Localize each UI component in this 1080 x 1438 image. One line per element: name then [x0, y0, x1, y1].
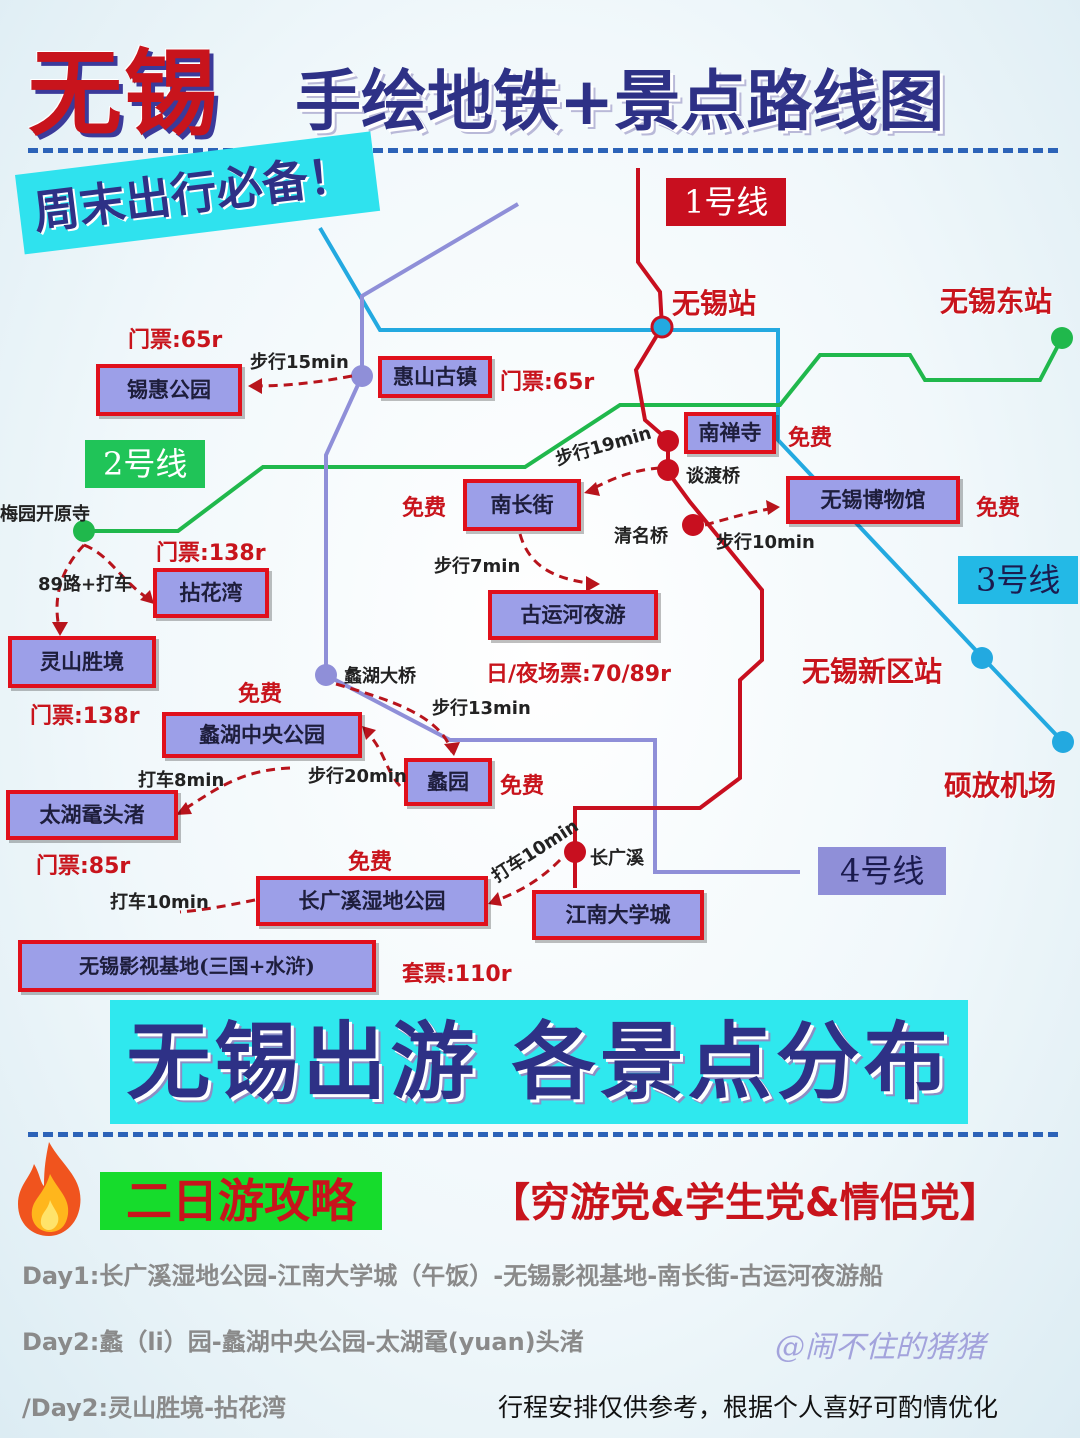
station-dot-lihu-bridge [315, 664, 337, 686]
line4-label: 4号线 [818, 847, 947, 895]
route-label-taxi8: 打车8min [138, 770, 225, 791]
ticket-canal: 日/夜场票:70/89r [486, 662, 671, 687]
route-label-taxi10: 打车10min [110, 892, 209, 913]
line3-route [318, 226, 1065, 744]
spot-film-base: 无锡影视基地(三国+水浒) [18, 940, 376, 992]
page-subtitle: 手绘地铁+景点路线图 [295, 63, 945, 140]
line2-route [84, 337, 1064, 533]
station-qingming-bridge: 清名桥 [614, 526, 668, 547]
station-tandu-bridge: 谈渡桥 [686, 466, 740, 487]
day1-itinerary: Day1:长广溪湿地公园-江南大学城（午饭）-无锡影视基地-南长街-古运河夜游船 [22, 1262, 884, 1290]
spot-nanchansi: 南禅寺 [684, 412, 776, 454]
station-wuxi: 无锡站 [672, 287, 757, 320]
day2-alt-itinerary: /Day2:灵山胜境-拈花湾 [22, 1394, 287, 1422]
arrow-liyuan [444, 742, 460, 756]
route-label-bus89: 89路+打车 [38, 574, 133, 595]
arrow-museum [766, 500, 780, 515]
attractions-banner: 无锡出游 各景点分布 [110, 1000, 968, 1124]
station-dot-qingming [682, 514, 704, 536]
station-dot-changguangxi [564, 841, 586, 863]
ticket-liyuan: 免费 [500, 774, 545, 799]
route-lihu-liyuan [335, 682, 454, 753]
line1-route [573, 168, 764, 888]
station-airport: 硕放机场 [944, 769, 1057, 802]
route-huishan-xihui [254, 374, 353, 388]
ticket-nanchansi: 免费 [788, 426, 833, 451]
spot-changguangxi-park: 长广溪湿地公园 [256, 876, 488, 926]
arrow-changpark [488, 892, 502, 906]
route-label-walk15: 步行15min [250, 352, 349, 373]
author-watermark: @闹不住的猪猪 [775, 1330, 985, 1365]
spot-yuantouzhu: 太湖鼋头渚 [6, 790, 178, 840]
station-dot-huishan [351, 365, 373, 387]
route-liyuan-yuantou [179, 766, 291, 814]
station-dot-tandu [657, 459, 679, 481]
route-liyuan-lihupark [363, 728, 402, 788]
bottom-divider [28, 1132, 1058, 1137]
route-label-walk10: 步行10min [716, 532, 815, 553]
arrow-lingshan [52, 622, 68, 636]
station-wuxi-xinqu: 无锡新区站 [802, 655, 943, 688]
ticket-nianhuawan: 门票:138r [156, 541, 266, 566]
spot-canal-night: 古运河夜游 [488, 590, 658, 640]
ticket-changguangxi: 免费 [348, 850, 393, 875]
arrow-xihui [248, 378, 262, 394]
spot-wuxi-museum: 无锡博物馆 [786, 476, 960, 524]
ticket-film-base: 套票:110r [402, 962, 512, 987]
route-chang-film [179, 898, 256, 914]
spot-jiangnan-univ: 江南大学城 [532, 890, 704, 940]
line2-label: 2号线 [85, 440, 206, 488]
metro-map [52, 168, 1074, 914]
spot-huishan: 惠山古镇 [378, 356, 492, 398]
station-dot-wuxi-east [1051, 327, 1073, 349]
station-meiyuan: 梅园开原寺 [0, 504, 90, 525]
arrow-nanchang [584, 482, 600, 496]
spot-lihu-park: 蠡湖中央公园 [162, 712, 362, 758]
line1-label: 1号线 [666, 178, 787, 226]
ticket-huishan: 门票:65r [500, 370, 595, 395]
station-lihu-bridge: 蠡湖大桥 [344, 666, 416, 687]
spot-xihui-park: 锡惠公园 [96, 364, 242, 416]
route-qingming-museum [704, 506, 776, 527]
page-title-city: 无锡 [28, 40, 221, 149]
route-label-walk7: 步行7min [434, 556, 521, 577]
trip-guide-title: 二日游攻略 [100, 1172, 382, 1230]
top-divider [28, 148, 1058, 153]
station-dot-wuxi [650, 315, 674, 339]
disclaimer-text: 行程安排仅供参考，根据个人喜好可酌情优化 [498, 1393, 999, 1422]
fire-icon [18, 1142, 81, 1236]
route-nanchang-canal [518, 533, 597, 586]
arrow-yuantou [176, 802, 192, 815]
route-label-walk13: 步行13min [432, 698, 531, 719]
ticket-nanchang: 免费 [402, 496, 447, 521]
spot-lingshan: 灵山胜境 [8, 636, 156, 688]
station-wuxi-east: 无锡东站 [940, 285, 1053, 318]
ticket-xihui: 门票:65r [128, 328, 223, 353]
station-dot-nanchansi [657, 430, 679, 452]
station-changguangxi: 长广溪 [590, 848, 644, 869]
route-label-walk20: 步行20min [308, 766, 407, 787]
spot-liyuan: 蠡园 [404, 758, 492, 806]
ticket-museum: 免费 [976, 496, 1021, 521]
day2-itinerary: Day2:蠡（li）园-蠡湖中央公园-太湖鼋(yuan)头渚 [22, 1328, 584, 1356]
line3-label: 3号线 [958, 556, 1079, 604]
audience-label: 【穷游党&学生党&情侣党】 [490, 1180, 1000, 1226]
ticket-lihu-park: 免费 [238, 682, 283, 707]
ticket-lingshan: 门票:138r [30, 704, 140, 729]
station-dot-airport [1052, 731, 1074, 753]
spot-nianhuawan: 拈花湾 [153, 568, 269, 618]
arrow-canal [586, 576, 600, 592]
arrow-nianhua [140, 590, 154, 604]
arrow-lihupark [362, 726, 376, 740]
station-dot-xinqu [971, 647, 993, 669]
route-meiyuan-nianhua [83, 543, 151, 602]
route-chang-changpark [491, 858, 562, 904]
ticket-yuantouzhu: 门票:85r [36, 854, 131, 879]
spot-nanchang-street: 南长街 [463, 479, 581, 531]
station-dot-meiyuan [73, 520, 95, 542]
route-meiyuan-lingshan [55, 543, 86, 633]
route-nanchansi-nanchang [589, 466, 661, 492]
